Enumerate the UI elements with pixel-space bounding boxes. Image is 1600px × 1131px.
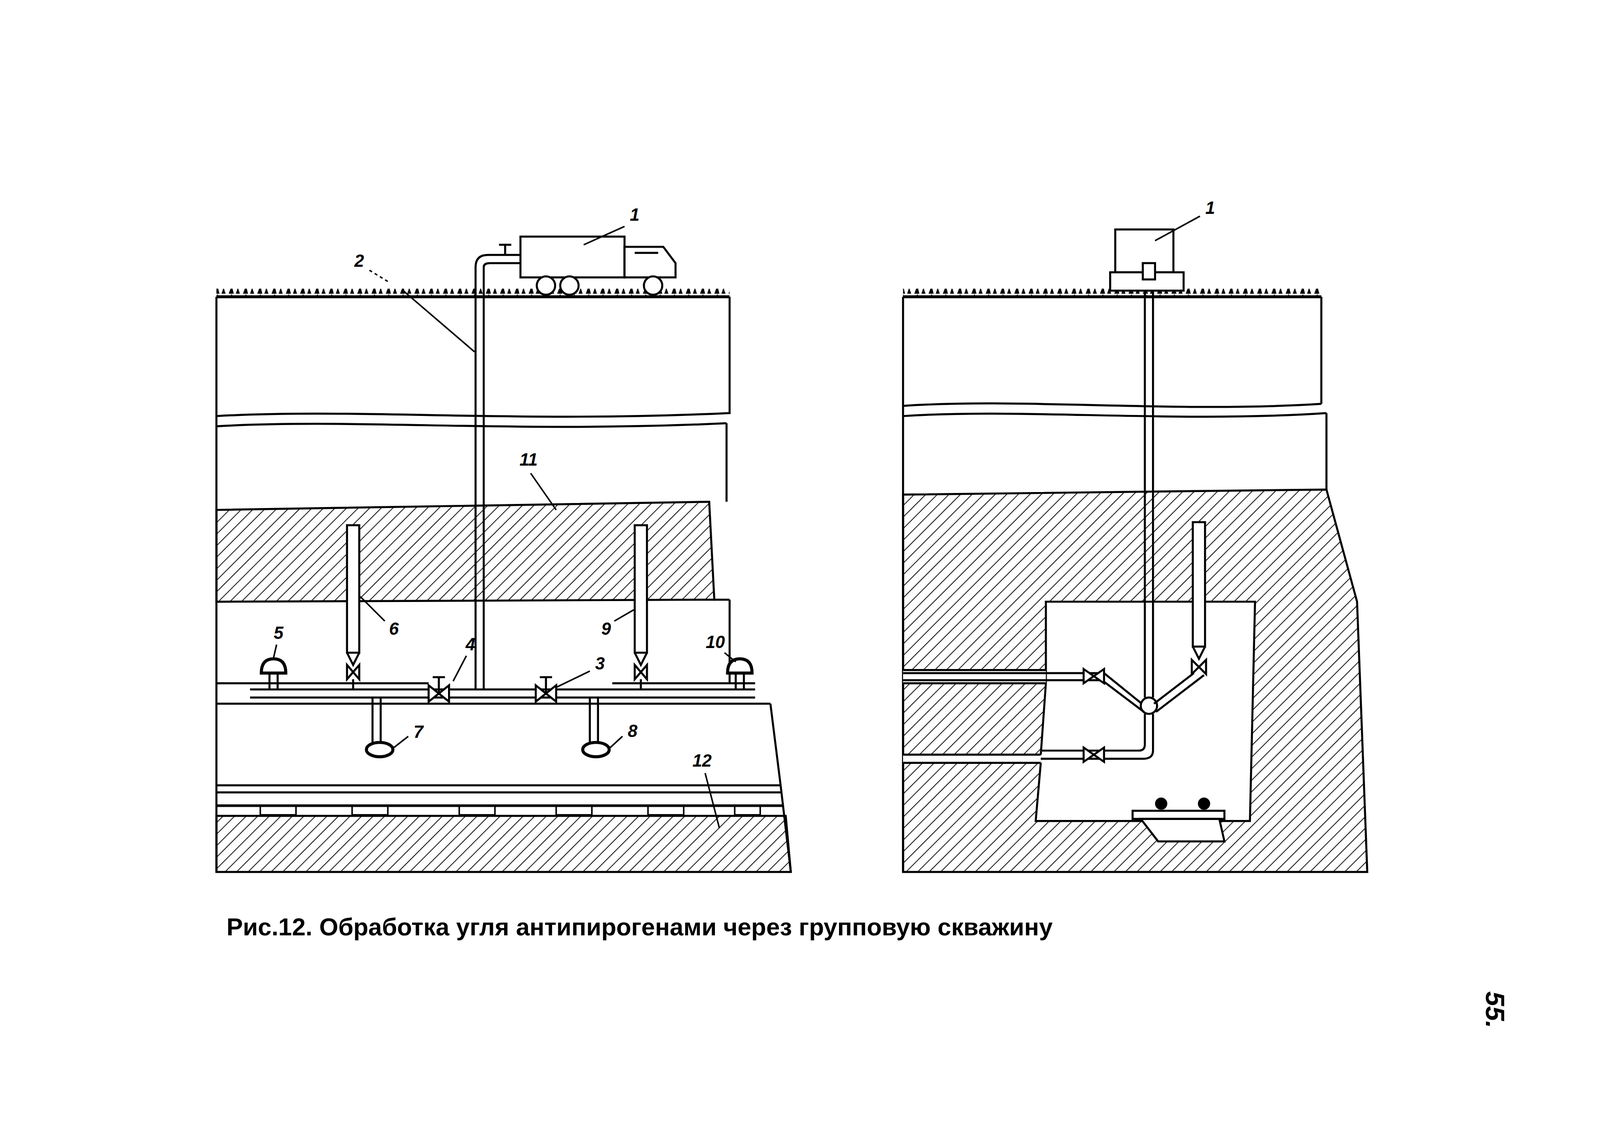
- callout-number: 11: [519, 451, 538, 470]
- callout-number: 4: [465, 636, 475, 654]
- figure-caption: Рис.12. Обработка угля антипирогенами че…: [226, 915, 1053, 940]
- callout-number: 1: [630, 206, 640, 225]
- callout-number: 2: [354, 252, 365, 271]
- callout-number: 9: [601, 620, 611, 639]
- callout-number: 12: [692, 752, 712, 770]
- callout-number: 3: [595, 655, 605, 673]
- callout-number: 7: [413, 724, 423, 742]
- callout-number: 5: [273, 625, 284, 643]
- callout-number: 6: [389, 620, 399, 639]
- callout-number: 1: [1205, 199, 1215, 217]
- page-number: 55.: [1481, 991, 1509, 1029]
- callout-number: 8: [627, 723, 638, 741]
- callout-number: 10: [705, 634, 725, 652]
